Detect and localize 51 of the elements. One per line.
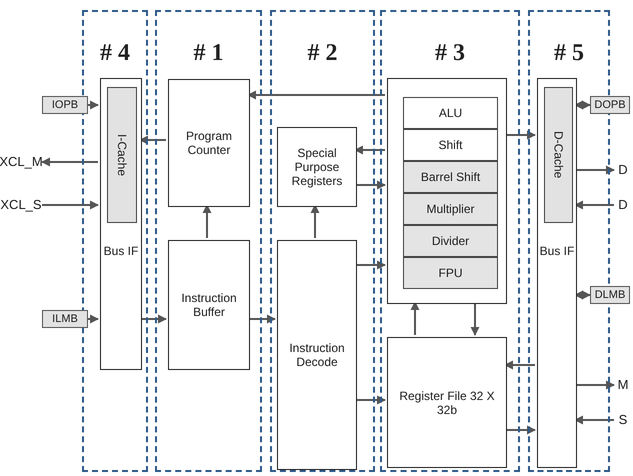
signal-tag: DLMB: [590, 286, 630, 304]
arrow: [470, 302, 480, 336]
arrow: [140, 314, 167, 324]
arrow: [42, 200, 99, 210]
signal-label: S: [614, 411, 632, 429]
unit-row: Barrel Shift: [403, 161, 498, 193]
block-label: Bus IF: [102, 244, 140, 258]
signal-tag: ILMB: [42, 310, 88, 328]
dashed-group-frame: [82, 10, 148, 472]
group-number: # 1: [194, 40, 224, 66]
cache-block: D-Cache: [544, 87, 573, 223]
arrow: [41, 158, 98, 166]
unit-row: ALU: [403, 97, 498, 129]
arrow: [505, 130, 536, 140]
arrow: [575, 380, 615, 390]
function-block: Instruction Decode: [277, 240, 357, 470]
unit-row: Shift: [403, 129, 498, 161]
arrow: [575, 166, 615, 174]
signal-tag: IOPB: [42, 96, 88, 114]
group-number: # 4: [100, 40, 130, 66]
arrow: [88, 314, 99, 324]
function-block: Special Purpose Registers: [277, 127, 357, 207]
dashed-group-frame: [155, 10, 262, 472]
signal-tag: DOPB: [590, 96, 630, 114]
arrow: [248, 314, 276, 324]
function-block: Instruction Buffer: [168, 240, 250, 370]
group-number: # 5: [554, 40, 584, 66]
group-number: # 2: [308, 40, 338, 66]
dashed-group-frame: [270, 10, 375, 472]
function-block: Program Counter: [168, 79, 250, 207]
block-label: Bus IF: [538, 244, 576, 258]
group-number: # 3: [435, 40, 465, 66]
unit-row: Divider: [403, 225, 498, 257]
bus-interface-block: [537, 78, 577, 468]
signal-label: M: [614, 376, 632, 394]
function-block: Register File 32 X 32b: [387, 337, 507, 468]
arrow: [355, 396, 386, 404]
dashed-group-frame: [380, 10, 520, 472]
signal-label: D: [614, 161, 632, 179]
arrow: [355, 260, 386, 270]
signal-label: XCL_S: [0, 196, 42, 214]
signal-label: XCL_M: [0, 153, 42, 171]
cache-block: I-Cache: [107, 87, 137, 223]
bus-interface-block: [100, 78, 142, 370]
execution-unit-box: [387, 78, 507, 304]
unit-row: Multiplier: [403, 193, 498, 225]
arrow: [355, 180, 386, 190]
arrow: [505, 426, 536, 434]
signal-label: D: [614, 196, 632, 214]
unit-row: FPU: [403, 257, 498, 289]
arrow: [88, 100, 99, 110]
